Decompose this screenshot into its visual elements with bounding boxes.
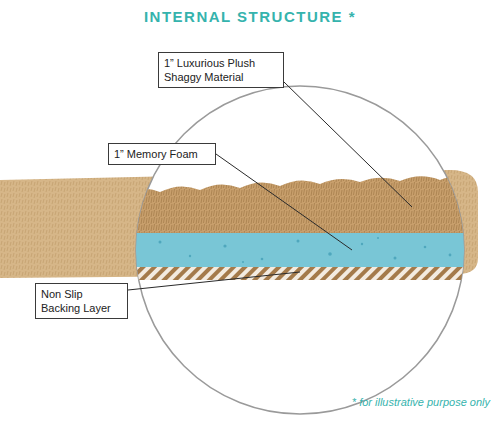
leader-line xyxy=(128,272,300,290)
cross-section xyxy=(120,176,480,280)
label-text: 1” Luxurious Plush Shaggy Material xyxy=(164,56,278,84)
leader-line xyxy=(216,154,352,250)
label-box: Non Slip Backing Layer xyxy=(35,283,128,319)
backing-layer xyxy=(120,267,480,280)
leader-line xyxy=(284,82,412,207)
label-box: 1” Luxurious Plush Shaggy Material xyxy=(158,52,284,88)
label-text: Non Slip Backing Layer xyxy=(41,287,122,315)
footnote: * for illustrative purpose only xyxy=(352,396,490,408)
label-box: 1” Memory Foam xyxy=(108,143,216,165)
label-text: 1” Memory Foam xyxy=(114,147,210,161)
shaggy-layer xyxy=(120,176,470,233)
diagram-title: INTERNAL STRUCTURE * xyxy=(0,8,500,25)
leader-lines xyxy=(128,82,412,290)
foam-layer xyxy=(120,233,480,267)
foam-pores xyxy=(159,237,452,263)
